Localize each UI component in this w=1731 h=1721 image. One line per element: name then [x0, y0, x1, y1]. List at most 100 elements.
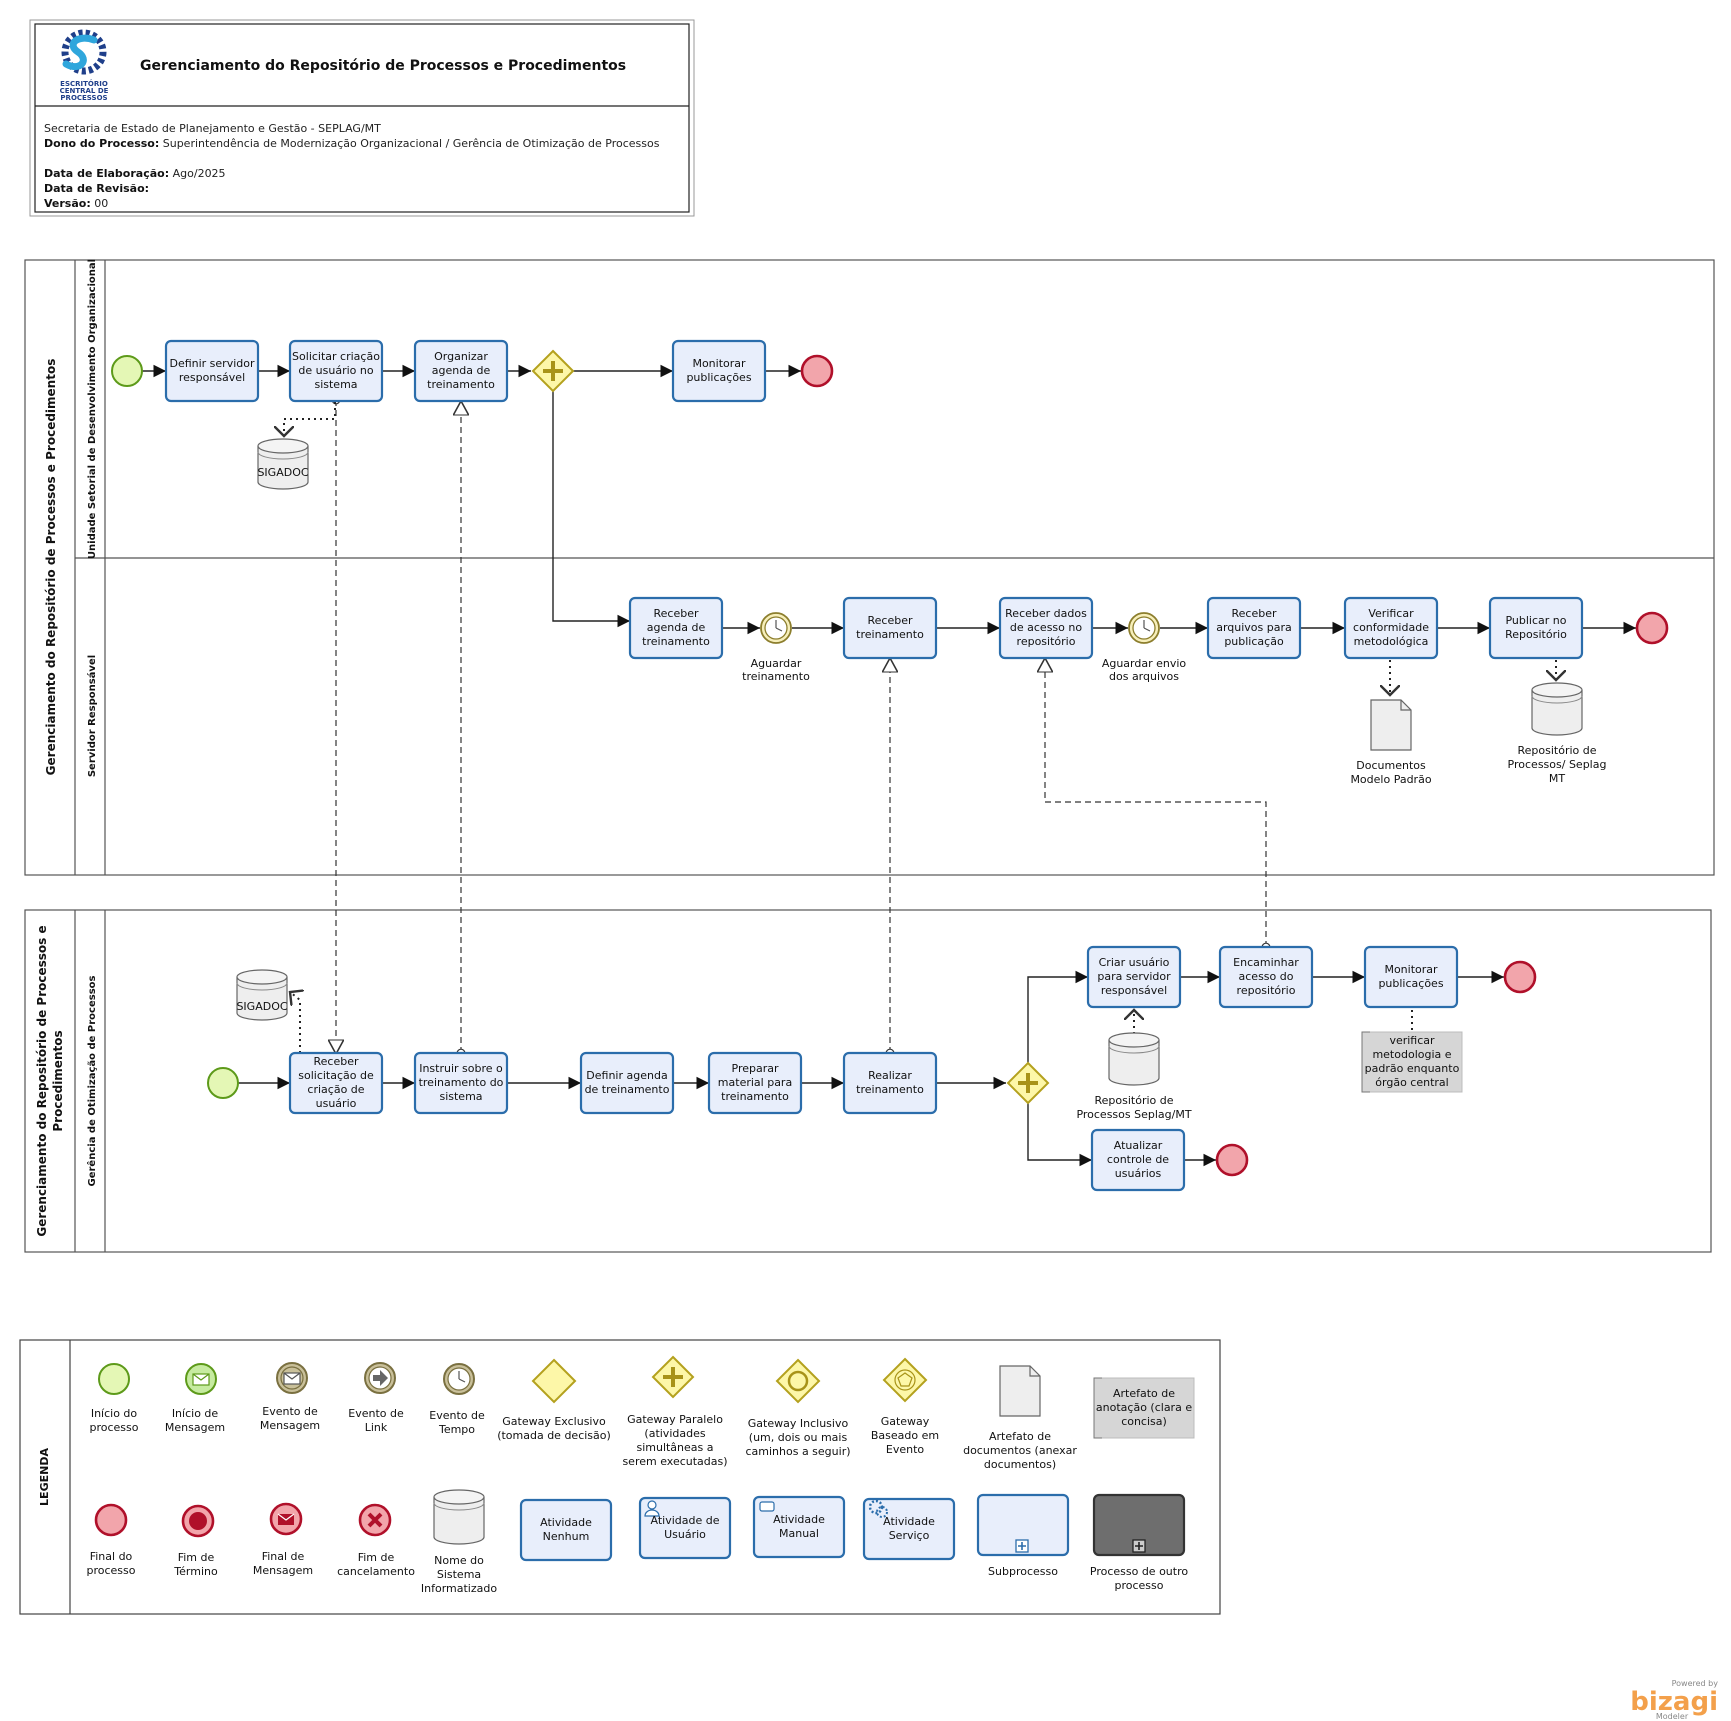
svg-text:repositório: repositório	[1237, 984, 1296, 997]
start-event-pool1	[111, 355, 143, 387]
svg-text:(um, dois ou mais: (um, dois ou mais	[749, 1431, 848, 1444]
legend-title: LEGENDA	[38, 1448, 51, 1506]
end-event-monitorar-2	[1503, 960, 1537, 994]
svg-text:Receber: Receber	[313, 1055, 358, 1068]
task-publicar-repositorio[interactable]: Publicar no Repositório	[1488, 596, 1584, 660]
svg-text:repositório: repositório	[1017, 635, 1076, 648]
datastore-repositorio-1: Repositório de Processos/ Seplag MT	[1508, 682, 1606, 785]
svg-text:verificar: verificar	[1389, 1034, 1435, 1047]
svg-text:de treinamento: de treinamento	[585, 1083, 670, 1096]
svg-text:metodológica: metodológica	[1354, 635, 1429, 648]
svg-text:simultâneas a: simultâneas a	[636, 1441, 713, 1454]
svg-text:Atividade: Atividade	[883, 1515, 935, 1528]
task-solicitar-criacao[interactable]: Solicitar criação de usuário no sistema	[288, 339, 384, 403]
powered-by: Powered by	[1672, 1679, 1719, 1688]
svg-text:controle de: controle de	[1107, 1153, 1169, 1166]
legend-start-event: Início do processo	[89, 1363, 139, 1434]
timer-1-label-line-1: Aguardar	[751, 657, 802, 670]
svg-text:Final de: Final de	[262, 1550, 305, 1563]
svg-text:Tempo: Tempo	[438, 1423, 475, 1436]
svg-text:publicações: publicações	[686, 371, 751, 384]
svg-text:Usuário: Usuário	[664, 1528, 706, 1541]
svg-text:Monitorar: Monitorar	[1384, 963, 1438, 976]
bizagi-logo: bizagi	[1630, 1687, 1718, 1717]
pool-1-title: Gerenciamento do Repositório de Processo…	[44, 359, 58, 776]
task-receber-agenda[interactable]: Receber agenda de treinamento	[628, 596, 724, 660]
annotation-verificar-metodologia: verificar metodologia e padrão enquanto …	[1361, 1031, 1463, 1093]
lane-gerencia-otimizacao: Gerência de Otimização de Processos	[86, 975, 98, 1186]
svg-text:SIGADOC: SIGADOC	[236, 1000, 287, 1013]
svg-text:anotação (clara e: anotação (clara e	[1096, 1401, 1192, 1414]
legend-annotation-artifact: Artefato de anotação (clara e concisa)	[1093, 1377, 1195, 1439]
task-receber-solicitacao[interactable]: Receber solicitação de criação de usuári…	[288, 1051, 384, 1115]
task-definir-servidor[interactable]: Definir servidor responsável	[164, 339, 260, 403]
task-instruir-treinamento[interactable]: Instruir sobre o treinamento do sistema	[413, 1051, 509, 1115]
svg-text:para servidor: para servidor	[1097, 970, 1171, 983]
svg-text:órgão central: órgão central	[1375, 1076, 1448, 1089]
svg-text:Gateway Inclusivo: Gateway Inclusivo	[748, 1417, 849, 1430]
task-verificar-conformidade[interactable]: Verificar conformidade metodológica	[1343, 596, 1439, 660]
task-criar-usuario[interactable]: Criar usuário para servidor responsável	[1086, 945, 1182, 1009]
timer-event-aguardar-treinamento	[760, 612, 792, 644]
logo-line-2: CENTRAL DE	[60, 87, 109, 95]
svg-text:Atividade: Atividade	[773, 1513, 825, 1526]
svg-text:Repositório de: Repositório de	[1094, 1094, 1173, 1107]
svg-text:Repositório: Repositório	[1505, 628, 1567, 641]
datastore-repositorio-2: Repositório de Processos Seplag/MT	[1076, 1032, 1192, 1121]
task-receber-arquivos[interactable]: Receber arquivos para publicação	[1206, 596, 1302, 660]
parallel-gateway-pool1	[531, 349, 575, 393]
lane-servidor-responsavel: Servidor Responsável	[86, 655, 98, 777]
legend-terminate-end-event: Fim de Término	[173, 1504, 218, 1578]
pool-2: Gerenciamento do Repositório de Processo…	[24, 909, 1712, 1253]
svg-text:Mensagem: Mensagem	[165, 1421, 225, 1434]
timer-event-aguardar-envio	[1128, 612, 1160, 644]
task-preparar-material[interactable]: Preparar material para treinamento	[707, 1051, 803, 1115]
svg-text:Receber: Receber	[653, 607, 698, 620]
svg-text:agenda de: agenda de	[432, 364, 491, 377]
task-monitorar-publicacoes-1[interactable]: Monitorar publicações	[671, 339, 767, 403]
svg-text:serem executadas): serem executadas)	[622, 1455, 727, 1468]
svg-text:Definir servidor: Definir servidor	[169, 357, 255, 370]
message-flows	[336, 400, 1266, 1054]
svg-text:Fim de: Fim de	[358, 1551, 395, 1564]
svg-text:Repositório de: Repositório de	[1517, 744, 1596, 757]
svg-text:cancelamento: cancelamento	[337, 1565, 415, 1578]
svg-text:Artefato de: Artefato de	[989, 1430, 1051, 1443]
task-definir-agenda[interactable]: Definir agenda de treinamento	[579, 1051, 675, 1115]
svg-text:Gateway: Gateway	[881, 1415, 930, 1428]
logo-line-3: PROCESSOS	[60, 94, 107, 102]
escritorio-logo: ESCRITÓRIO CENTRAL DE PROCESSOS	[60, 29, 109, 102]
task-organizar-agenda[interactable]: Organizar agenda de treinamento	[413, 339, 509, 403]
svg-text:(tomada de decisão): (tomada de decisão)	[497, 1429, 611, 1442]
legend-link-event: Evento de Link	[348, 1362, 404, 1434]
org-name: Secretaria de Estado de Planejamento e G…	[44, 122, 381, 135]
svg-text:de usuário no: de usuário no	[298, 364, 373, 377]
task-atualizar-controle[interactable]: Atualizar controle de usuários	[1090, 1128, 1186, 1192]
svg-text:usuário: usuário	[316, 1097, 357, 1110]
svg-text:concisa): concisa)	[1121, 1415, 1167, 1428]
svg-text:Publicar no: Publicar no	[1505, 614, 1566, 627]
svg-text:treinamento: treinamento	[642, 635, 710, 648]
svg-text:SIGADOC: SIGADOC	[257, 466, 308, 479]
svg-text:Manual: Manual	[779, 1527, 819, 1540]
svg-text:conformidade: conformidade	[1353, 621, 1429, 634]
task-receber-treinamento[interactable]: Receber treinamento	[842, 596, 938, 660]
task-monitorar-publicacoes-2[interactable]: Monitorar publicações	[1363, 945, 1459, 1009]
task-receber-dados-acesso[interactable]: Receber dados de acesso no repositório	[998, 596, 1094, 660]
svg-text:Mensagem: Mensagem	[253, 1564, 313, 1577]
svg-text:Subprocesso: Subprocesso	[988, 1565, 1058, 1578]
legend-inclusive-gateway: Gateway Inclusivo (um, dois ou mais cami…	[745, 1358, 851, 1458]
task-realizar-treinamento[interactable]: Realizar treinamento	[842, 1051, 938, 1115]
task-encaminhar-acesso[interactable]: Encaminhar acesso do repositório	[1218, 945, 1314, 1009]
svg-text:Preparar: Preparar	[732, 1062, 779, 1075]
svg-text:Processos Seplag/MT: Processos Seplag/MT	[1076, 1108, 1191, 1121]
svg-text:treinamento: treinamento	[856, 1083, 924, 1096]
document-modelo-padrao: Documentos Modelo Padrão	[1350, 699, 1432, 786]
svg-text:Solicitar criação: Solicitar criação	[292, 350, 380, 363]
svg-text:caminhos a seguir): caminhos a seguir)	[745, 1445, 850, 1458]
svg-text:Definir agenda: Definir agenda	[586, 1069, 667, 1082]
end-event-atualizar	[1215, 1143, 1249, 1177]
svg-text:Atividade: Atividade	[540, 1516, 592, 1529]
svg-text:Gateway Exclusivo: Gateway Exclusivo	[502, 1415, 606, 1428]
